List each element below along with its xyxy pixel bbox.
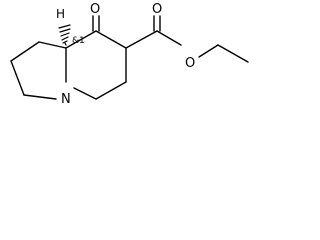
bond-c8-c7 <box>95 30 127 49</box>
bond-c1-c2 <box>10 41 40 62</box>
carbonyl-oxygen-label: O <box>152 2 162 17</box>
bond-ch2-ch3 <box>217 44 249 63</box>
structure-diagram: H &1 O O O N <box>10 2 249 107</box>
hydrogen-label: H <box>56 7 65 21</box>
bond-c5-n <box>73 87 97 100</box>
ester-oxygen-label: O <box>185 56 195 71</box>
stereo-tag-label: &1 <box>72 36 85 46</box>
bond-c3-n <box>23 94 57 100</box>
bond-o-ch2 <box>198 44 219 58</box>
bond-c8a-c8 <box>65 30 97 49</box>
hashed-wedge-bond <box>58 24 71 46</box>
bond-ester-c-o <box>156 30 182 46</box>
bond-c2-c3 <box>10 60 25 96</box>
bond-c6-c5 <box>95 81 127 100</box>
ketone-oxygen-label: O <box>90 2 100 17</box>
molecule-canvas: H &1 O O O N <box>0 0 277 133</box>
bond-c7-ester-c <box>125 30 158 49</box>
bond-c8a-c1 <box>38 41 67 49</box>
nitrogen-label: N <box>61 92 71 107</box>
